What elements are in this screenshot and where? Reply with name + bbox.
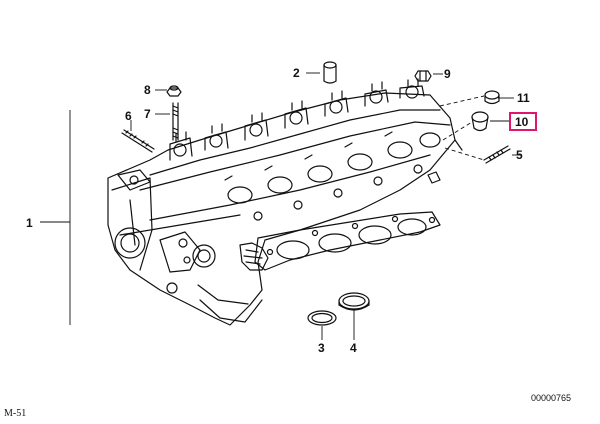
part-10-cap[interactable] xyxy=(471,111,489,132)
callout-1[interactable]: 1 xyxy=(26,216,33,230)
model-code: M-51 xyxy=(4,408,27,419)
part-11-plug[interactable] xyxy=(484,90,500,105)
callout-2[interactable]: 2 xyxy=(293,66,300,80)
part-5-stud[interactable] xyxy=(483,145,511,164)
callout-10[interactable]: 10 xyxy=(515,115,529,129)
callout-11[interactable]: 11 xyxy=(517,91,530,105)
part-3-seal[interactable] xyxy=(307,310,337,326)
callout-9[interactable]: 9 xyxy=(444,67,451,81)
callout-6[interactable]: 6 xyxy=(125,109,132,123)
callout-8[interactable]: 8 xyxy=(144,83,151,97)
cylinder-head[interactable] xyxy=(107,78,463,326)
part-6-stud[interactable] xyxy=(121,129,155,153)
callout-4[interactable]: 4 xyxy=(350,341,357,355)
part-9-nut[interactable] xyxy=(414,70,432,82)
callout-10-highlight xyxy=(509,112,537,131)
part-8-nut[interactable] xyxy=(166,85,182,97)
part-4-seal[interactable] xyxy=(338,292,370,311)
callout-5[interactable]: 5 xyxy=(516,148,523,162)
leader-lines xyxy=(40,72,522,340)
diagram-id: 00000765 xyxy=(531,393,572,403)
callout-3[interactable]: 3 xyxy=(318,341,325,355)
part-7-stud[interactable] xyxy=(172,102,179,141)
part-2-sleeve[interactable] xyxy=(323,61,337,84)
head-gasket[interactable] xyxy=(254,211,441,271)
callout-7[interactable]: 7 xyxy=(144,107,151,121)
